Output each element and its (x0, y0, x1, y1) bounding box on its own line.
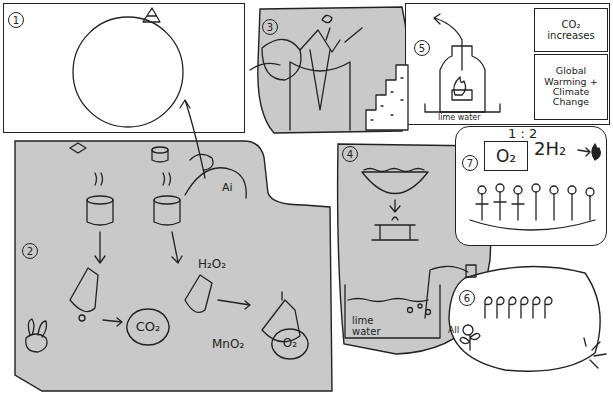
panel-region: 2CO₂ O₂ (12, 135, 334, 393)
arrow (180, 100, 205, 178)
scribble (190, 154, 213, 170)
dots (371, 78, 403, 120)
flame (454, 77, 466, 95)
callout-number: 7 (462, 155, 478, 171)
small-loops (485, 297, 552, 318)
beaker (345, 285, 440, 338)
callout-number: 5 (414, 40, 430, 56)
stairs (366, 65, 408, 130)
node-text: Global Warming + Climate Change (535, 55, 607, 119)
flask (70, 268, 98, 312)
cylinder (154, 196, 180, 204)
orbit-circle (73, 17, 183, 127)
callout-number: 3 (262, 19, 278, 35)
outline-path (15, 141, 332, 391)
bottle (440, 46, 485, 112)
node-text: O₂ (270, 327, 310, 361)
flask (262, 292, 300, 342)
flame (592, 144, 600, 160)
vapour-lines (95, 173, 171, 185)
arrow (578, 148, 590, 156)
bottle (290, 50, 350, 130)
cylinder (87, 200, 113, 225)
water-line (364, 169, 424, 172)
small-cylinder (152, 150, 168, 162)
outline-shape (252, 3, 412, 135)
curve (470, 220, 595, 230)
bubble (418, 304, 422, 308)
callout-number: 2 (22, 243, 38, 259)
outline-shape (12, 135, 334, 393)
callout-number: 1 (8, 12, 24, 28)
panel-box: 5 CO₂ increasesGlobal Warming + Climate C… (405, 3, 610, 125)
small-box (466, 265, 476, 277)
bunny (26, 319, 47, 352)
arrow (434, 14, 462, 70)
bubble (408, 308, 413, 313)
arrow (390, 200, 400, 212)
arrow (103, 318, 122, 326)
arrow (95, 232, 182, 263)
node-text: O₂ (485, 142, 527, 170)
flask (185, 275, 212, 312)
bowl (362, 172, 428, 194)
holder (452, 90, 472, 100)
curved-line (185, 168, 246, 198)
outline-shape (445, 258, 609, 378)
gas-circle: CO₂ (125, 307, 171, 347)
burner-stand (372, 217, 418, 240)
tray (425, 104, 500, 112)
node-text: CO₂ increases (535, 9, 607, 51)
splash (584, 338, 606, 368)
small-circle (463, 325, 473, 335)
outline-path (258, 7, 408, 133)
panel-box: 7 O₂ (455, 126, 607, 246)
tube (250, 30, 340, 70)
flask (262, 39, 301, 80)
gas-box: O₂ (484, 141, 528, 171)
small-symbol (70, 143, 86, 153)
tube (425, 266, 468, 318)
small-figure (143, 8, 160, 22)
stick (345, 28, 362, 42)
node-text: CO₂ (125, 307, 171, 347)
panel-blob: 6 (445, 258, 609, 378)
arrow (218, 300, 250, 309)
note-box: Global Warming + Climate Change (534, 54, 608, 120)
outline-path (449, 267, 600, 372)
bubble (426, 310, 431, 315)
callout-number: 6 (459, 290, 475, 306)
panel-box: 1 (3, 3, 245, 133)
panel-region: 3 (252, 3, 412, 135)
gas-circle: O₂ (270, 327, 310, 361)
plant (460, 333, 480, 350)
cylinder (87, 196, 113, 204)
small-cylinder (152, 147, 168, 153)
cylinder (154, 200, 180, 225)
stopper (79, 315, 85, 321)
small-figure (322, 15, 332, 40)
water-line (348, 299, 428, 302)
callout-number: 4 (342, 146, 358, 162)
note-box: CO₂ increases (534, 8, 608, 52)
stick-figures (476, 184, 594, 220)
